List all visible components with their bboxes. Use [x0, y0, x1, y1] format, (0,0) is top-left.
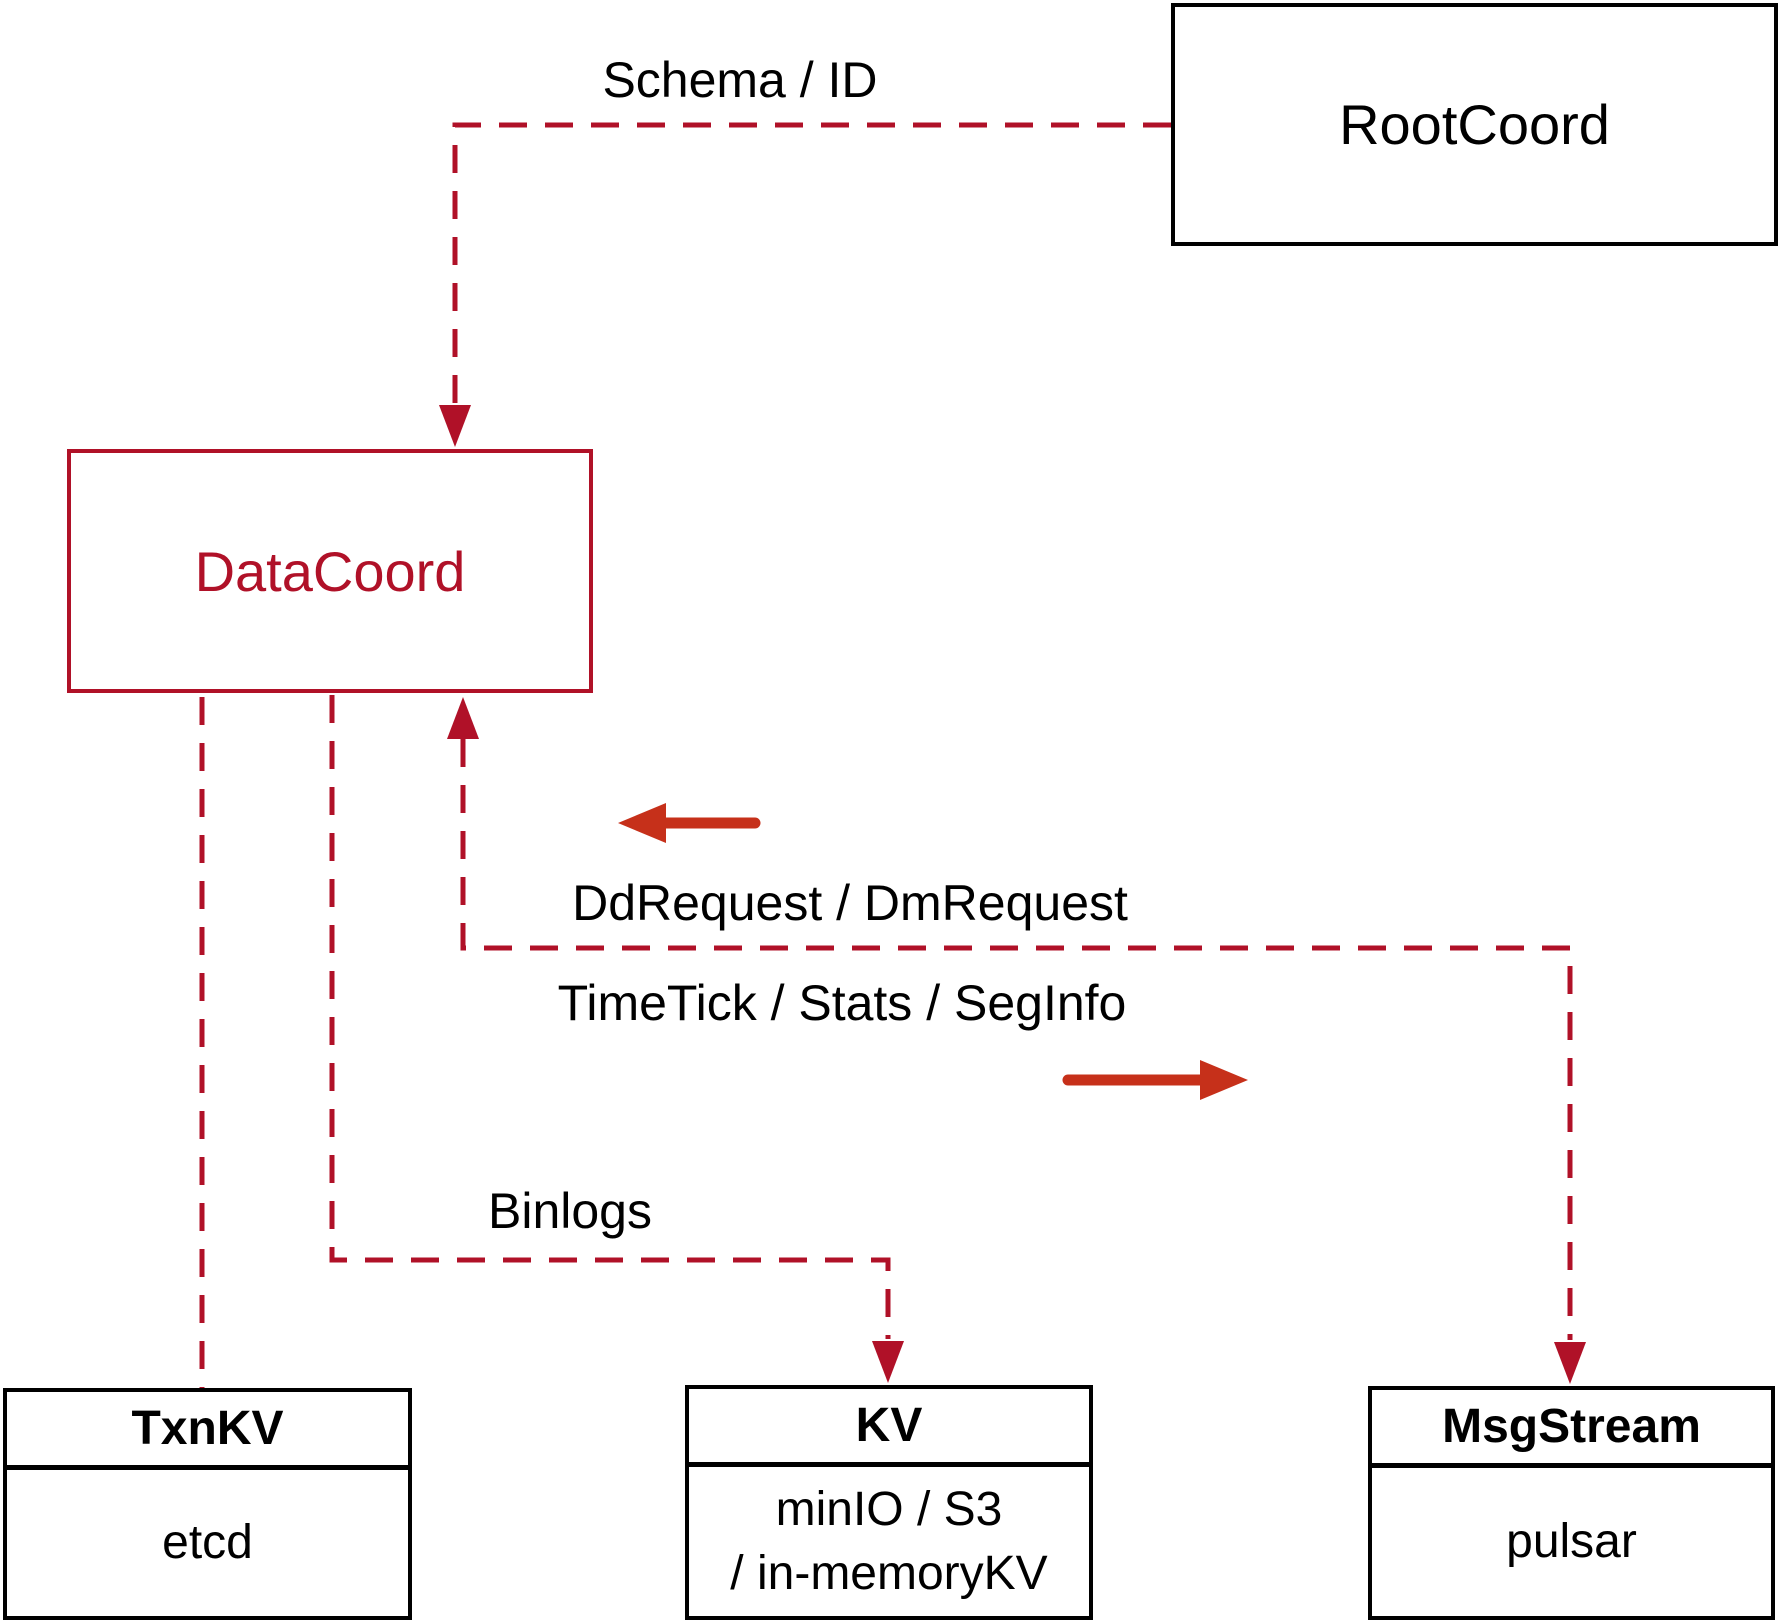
edge-rootcoord-to-datacoord-line — [452, 122, 1171, 403]
datacoord-label: DataCoord — [194, 539, 466, 603]
kv-body-line1: minIO / S3 — [775, 1482, 1003, 1536]
rootcoord-label: RootCoord — [1339, 93, 1610, 156]
arrowhead-into-datacoord-bottom — [447, 697, 479, 739]
left-direction-arrow — [618, 803, 761, 843]
kv-body: minIO / S3 / in-memoryKV — [689, 1467, 1089, 1616]
schema-id-edge-label: Schema / ID — [602, 52, 878, 108]
left-arrow-head — [618, 803, 666, 843]
edge-datacoord-msgstream-line — [460, 739, 1573, 1340]
kv-node: KV minIO / S3 / in-memoryKV — [685, 1385, 1093, 1620]
edge-datacoord-msgstream — [447, 697, 1586, 1384]
txnkv-title: TxnKV — [7, 1392, 408, 1470]
datacoord-node: DataCoord — [67, 449, 593, 693]
timetick-stats-seginfo-edge-label: TimeTick / Stats / SegInfo — [557, 975, 1127, 1031]
arrowhead-into-datacoord-top — [439, 405, 471, 447]
msgstream-node: MsgStream pulsar — [1368, 1386, 1775, 1620]
txnkv-node: TxnKV etcd — [3, 1388, 412, 1620]
kv-body-line2: / in-memoryKV — [730, 1546, 1048, 1600]
right-direction-arrow — [1062, 1060, 1248, 1100]
binlogs-edge-label: Binlogs — [488, 1183, 652, 1239]
ddrequest-dmrequest-edge-label: DdRequest / DmRequest — [572, 875, 1128, 931]
rootcoord-node: RootCoord — [1171, 3, 1778, 246]
txnkv-body: etcd — [162, 1516, 253, 1569]
msgstream-title: MsgStream — [1372, 1390, 1771, 1468]
kv-title: KV — [689, 1389, 1089, 1467]
edge-datacoord-to-kv — [329, 695, 904, 1383]
arrowhead-into-kv-top — [872, 1341, 904, 1383]
arrowhead-into-msgstream-top — [1554, 1342, 1586, 1384]
edge-datacoord-to-kv-line — [329, 695, 891, 1339]
msgstream-body: pulsar — [1506, 1515, 1637, 1568]
right-arrow-head — [1200, 1060, 1248, 1100]
edge-rootcoord-to-datacoord — [439, 122, 1171, 447]
